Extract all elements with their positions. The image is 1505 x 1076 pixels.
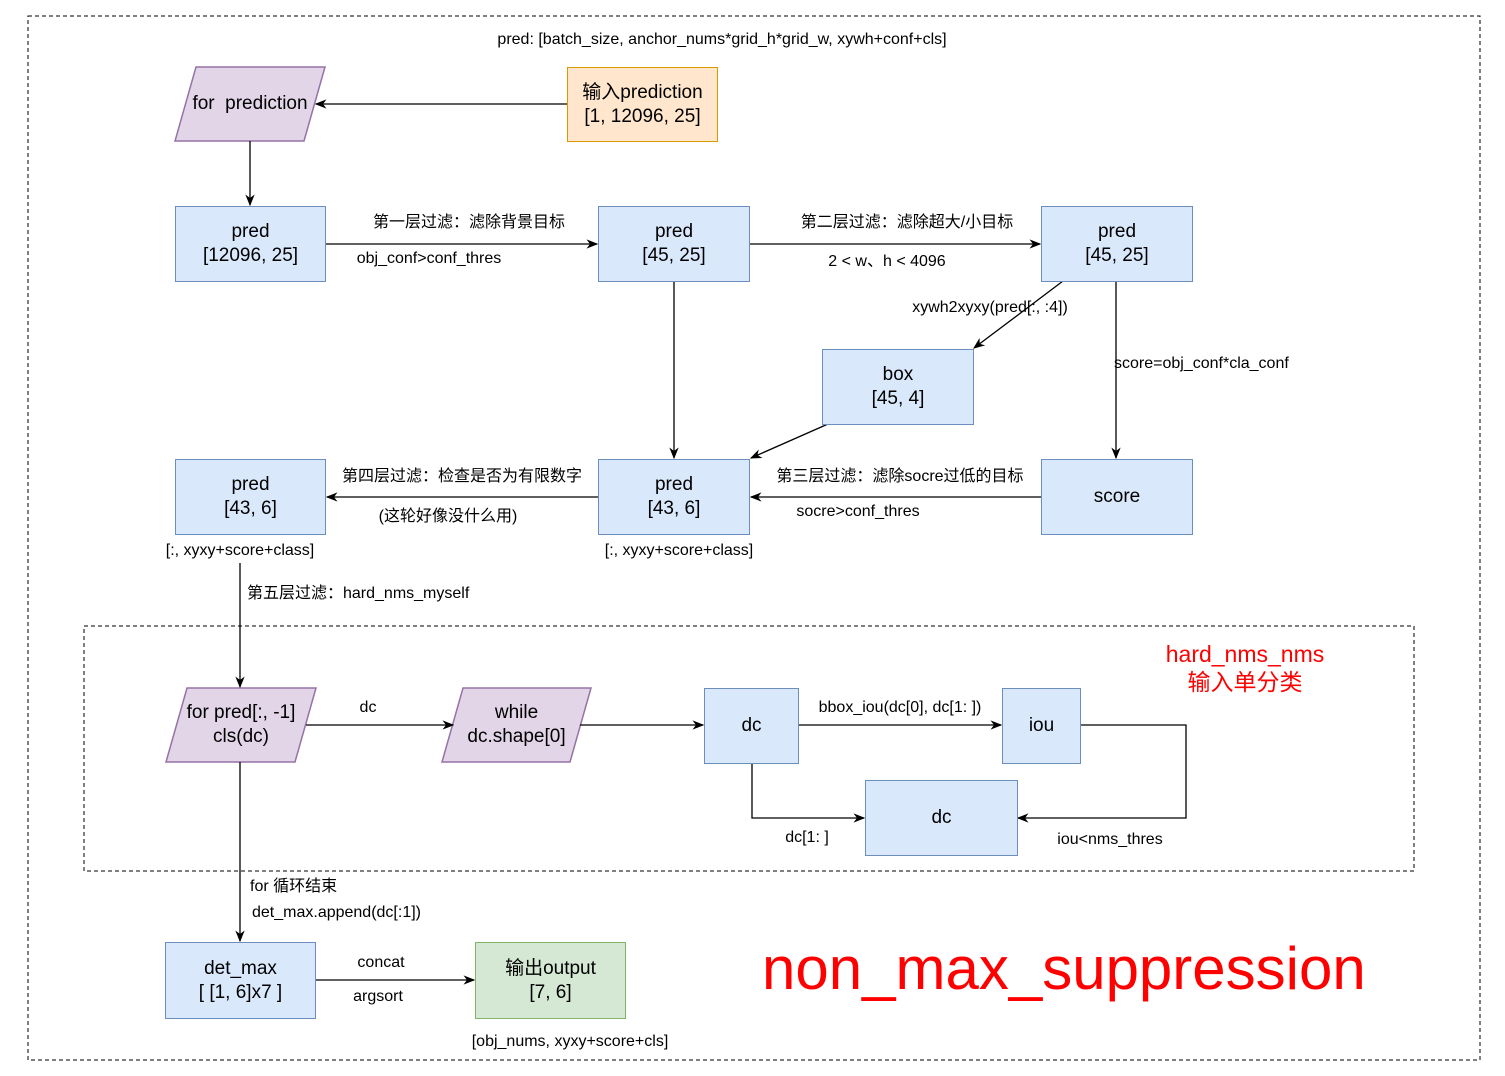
pred-45-first-box[interactable]: pred [45, 25] [598, 206, 750, 282]
for-pred-cls-shape[interactable] [165, 687, 317, 763]
pred-43-left-label: pred [231, 474, 270, 495]
input-prediction-label: 输入prediction [582, 81, 703, 103]
for-prediction-node[interactable]: for prediction [175, 67, 325, 141]
score-label: score [1093, 486, 1141, 507]
edge-xywh2xyxy [973, 280, 1064, 349]
shape-middle-label: [:, xyxy+score+class] [604, 542, 754, 559]
det-max-shape: [ [1, 6]x7 ] [198, 981, 283, 1003]
filter3-bottom-label: socre>conf_thres [796, 503, 920, 520]
filter5-label: 第五层过滤：hard_nms_myself [247, 585, 470, 602]
pred-43-middle-label: pred [654, 474, 694, 495]
output-shape: [7, 6] [529, 981, 572, 1003]
for-prediction-shape[interactable] [174, 66, 326, 142]
filter1-top-label: 第一层过滤：滤除背景目标 [372, 213, 566, 233]
det-max-label: det_max [204, 957, 277, 979]
batch-shape-note: pred: [batch_size, anchor_nums*grid_h*gr… [497, 31, 947, 48]
output-label: 输出output [505, 957, 596, 979]
pred-45-first-label: pred [654, 221, 694, 242]
score-formula-label: score=obj_conf*cla_conf [1114, 355, 1289, 372]
iou-box[interactable]: iou [1002, 688, 1081, 764]
output-shape-label: [obj_nums, xyxy+score+cls] [471, 1033, 669, 1050]
input-prediction-box[interactable]: 输入prediction [1, 12096, 25] [567, 67, 718, 142]
bbox-iou-label: bbox_iou(dc[0], dc[1: ]) [818, 699, 982, 716]
dc-main-label: dc [741, 715, 762, 736]
nms-group-subtitle: 输入单分类 [1187, 669, 1303, 695]
box-45-box[interactable]: box [45, 4] [822, 349, 974, 425]
filter1-bottom-label: obj_conf>conf_thres [356, 250, 502, 267]
pred-45-second-shape: [45, 25] [1085, 245, 1149, 266]
pred-45-second-label: pred [1097, 221, 1137, 242]
while-condition: dc.shape[0] [467, 726, 566, 747]
iou-label: iou [1028, 715, 1055, 736]
while-dc-node[interactable]: while dc.shape[0] [442, 688, 591, 762]
for-pred-cls-label: for pred[:, -1] [186, 702, 296, 723]
dc-edge-label: dc [359, 699, 377, 716]
filter4-top-label: 第四层过滤：检查是否为有限数字 [341, 467, 583, 487]
nms-group-title: hard_nms_nms [1165, 641, 1325, 667]
outer-frame [27, 15, 1481, 1061]
pred-43-left-box[interactable]: pred [43, 6] [175, 459, 326, 535]
edge-iou-thres [1016, 724, 1187, 823]
shape-left-label: [:, xyxy+score+class] [165, 542, 315, 559]
output-box[interactable]: 输出output [7, 6] [475, 942, 626, 1019]
box-45-shape: [45, 4] [871, 388, 925, 409]
iou-thres-label: iou<nms_thres [1057, 831, 1163, 848]
pred-43-middle-box[interactable]: pred [43, 6] [598, 459, 750, 535]
pred-43-middle-shape: [43, 6] [647, 498, 701, 519]
box-45-label: box [882, 364, 914, 385]
while-label: while [494, 702, 539, 723]
xywh2xyxy-label: xywh2xyxy(pred[:, :4]) [912, 299, 1068, 316]
filter3-top-label: 第三层过滤：滤除socre过低的目标 [776, 467, 1024, 487]
while-dc-shape[interactable] [441, 687, 592, 763]
filter4-bottom-label: (这轮好像没什么用) [378, 508, 518, 525]
filter2-bottom-label: 2 < w、h < 4096 [828, 253, 946, 270]
pred-12096-label: pred [231, 221, 270, 242]
edge-dc-slice [751, 763, 866, 823]
edge-box-to-pred43 [749, 423, 829, 459]
pred-12096-box[interactable]: pred [12096, 25] [175, 206, 326, 282]
filter2-top-label: 第二层过滤：滤除超大/小目标 [800, 213, 1014, 233]
nms-group-note: hard_nms_nms 输入单分类 [1140, 640, 1350, 696]
argsort-label: argsort [353, 988, 403, 1005]
diagram-title: non_max_suppression [762, 935, 1366, 1002]
for-pred-cls-node[interactable]: for pred[:, -1] cls(dc) [166, 688, 316, 762]
pred-43-left-shape: [43, 6] [224, 498, 277, 519]
dc-slice-label: dc[1: ] [785, 829, 829, 846]
concat-label: concat [357, 954, 405, 971]
det-max-box[interactable]: det_max [ [1, 6]x7 ] [165, 942, 316, 1019]
dc-main-box[interactable]: dc [704, 688, 799, 764]
append-label: det_max.append(dc[:1]) [252, 904, 421, 921]
nms-group-frame [83, 625, 1415, 872]
pred-12096-shape: [12096, 25] [202, 245, 299, 266]
dc-filtered-box[interactable]: dc [865, 780, 1018, 856]
for-end-label: for 循环结束 [250, 878, 338, 895]
pred-45-second-box[interactable]: pred [45, 25] [1041, 206, 1193, 282]
for-pred-cls-sub: cls(dc) [213, 726, 269, 747]
input-prediction-shape: [1, 12096, 25] [584, 105, 701, 127]
for-prediction-label: for prediction [192, 93, 308, 114]
pred-45-first-shape: [45, 25] [642, 245, 706, 266]
score-box[interactable]: score [1041, 459, 1193, 535]
dc-filtered-label: dc [931, 807, 952, 828]
